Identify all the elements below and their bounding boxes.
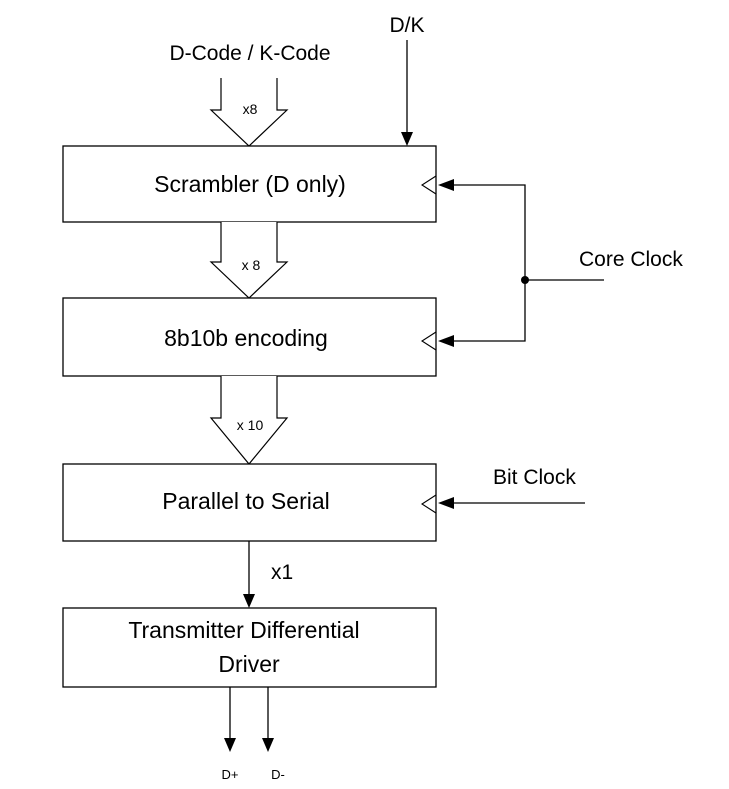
core-clock-arrowhead-encoder — [438, 335, 454, 347]
d-minus-output-label: D- — [271, 767, 285, 782]
driver-block — [62, 607, 437, 688]
code-input-bus-width: x8 — [243, 101, 258, 117]
scrambler-clock-input-icon — [420, 175, 437, 195]
dk-input-label: D/K — [389, 14, 424, 37]
core-clock-bus-line — [450, 184, 526, 342]
encoder-block — [62, 297, 437, 377]
serializer-block — [62, 463, 437, 542]
core-clock-arrowhead-scrambler — [438, 179, 454, 191]
scrambler-block — [62, 145, 437, 223]
dk-input-arrowhead — [401, 132, 413, 146]
code-input-label: D-Code / K-Code — [169, 42, 330, 65]
serializer-clock-input-icon — [420, 494, 437, 514]
core-clock-label: Core Clock — [579, 248, 683, 271]
d-minus-output-arrowhead — [262, 738, 274, 752]
bit-clock-label: Bit Clock — [493, 466, 576, 489]
serial-line-width: x1 — [271, 561, 293, 584]
serializer-block-label: Parallel to Serial — [162, 488, 329, 514]
scrambler-to-encoder-bus-width: x 8 — [242, 257, 261, 273]
bit-clock-arrowhead — [438, 497, 454, 509]
driver-block-label-line1: Transmitter Differential — [128, 617, 359, 643]
driver-block-label-line2: Driver — [218, 651, 280, 677]
encoder-block-label: 8b10b encoding — [164, 325, 328, 351]
scrambler-block-label: Scrambler (D only) — [154, 171, 346, 197]
d-plus-output-arrowhead — [224, 738, 236, 752]
serial-line-arrowhead — [243, 594, 255, 608]
encoder-clock-input-icon — [420, 331, 437, 351]
d-plus-output-label: D+ — [222, 767, 239, 782]
encoder-to-serializer-bus-width: x 10 — [237, 417, 264, 433]
